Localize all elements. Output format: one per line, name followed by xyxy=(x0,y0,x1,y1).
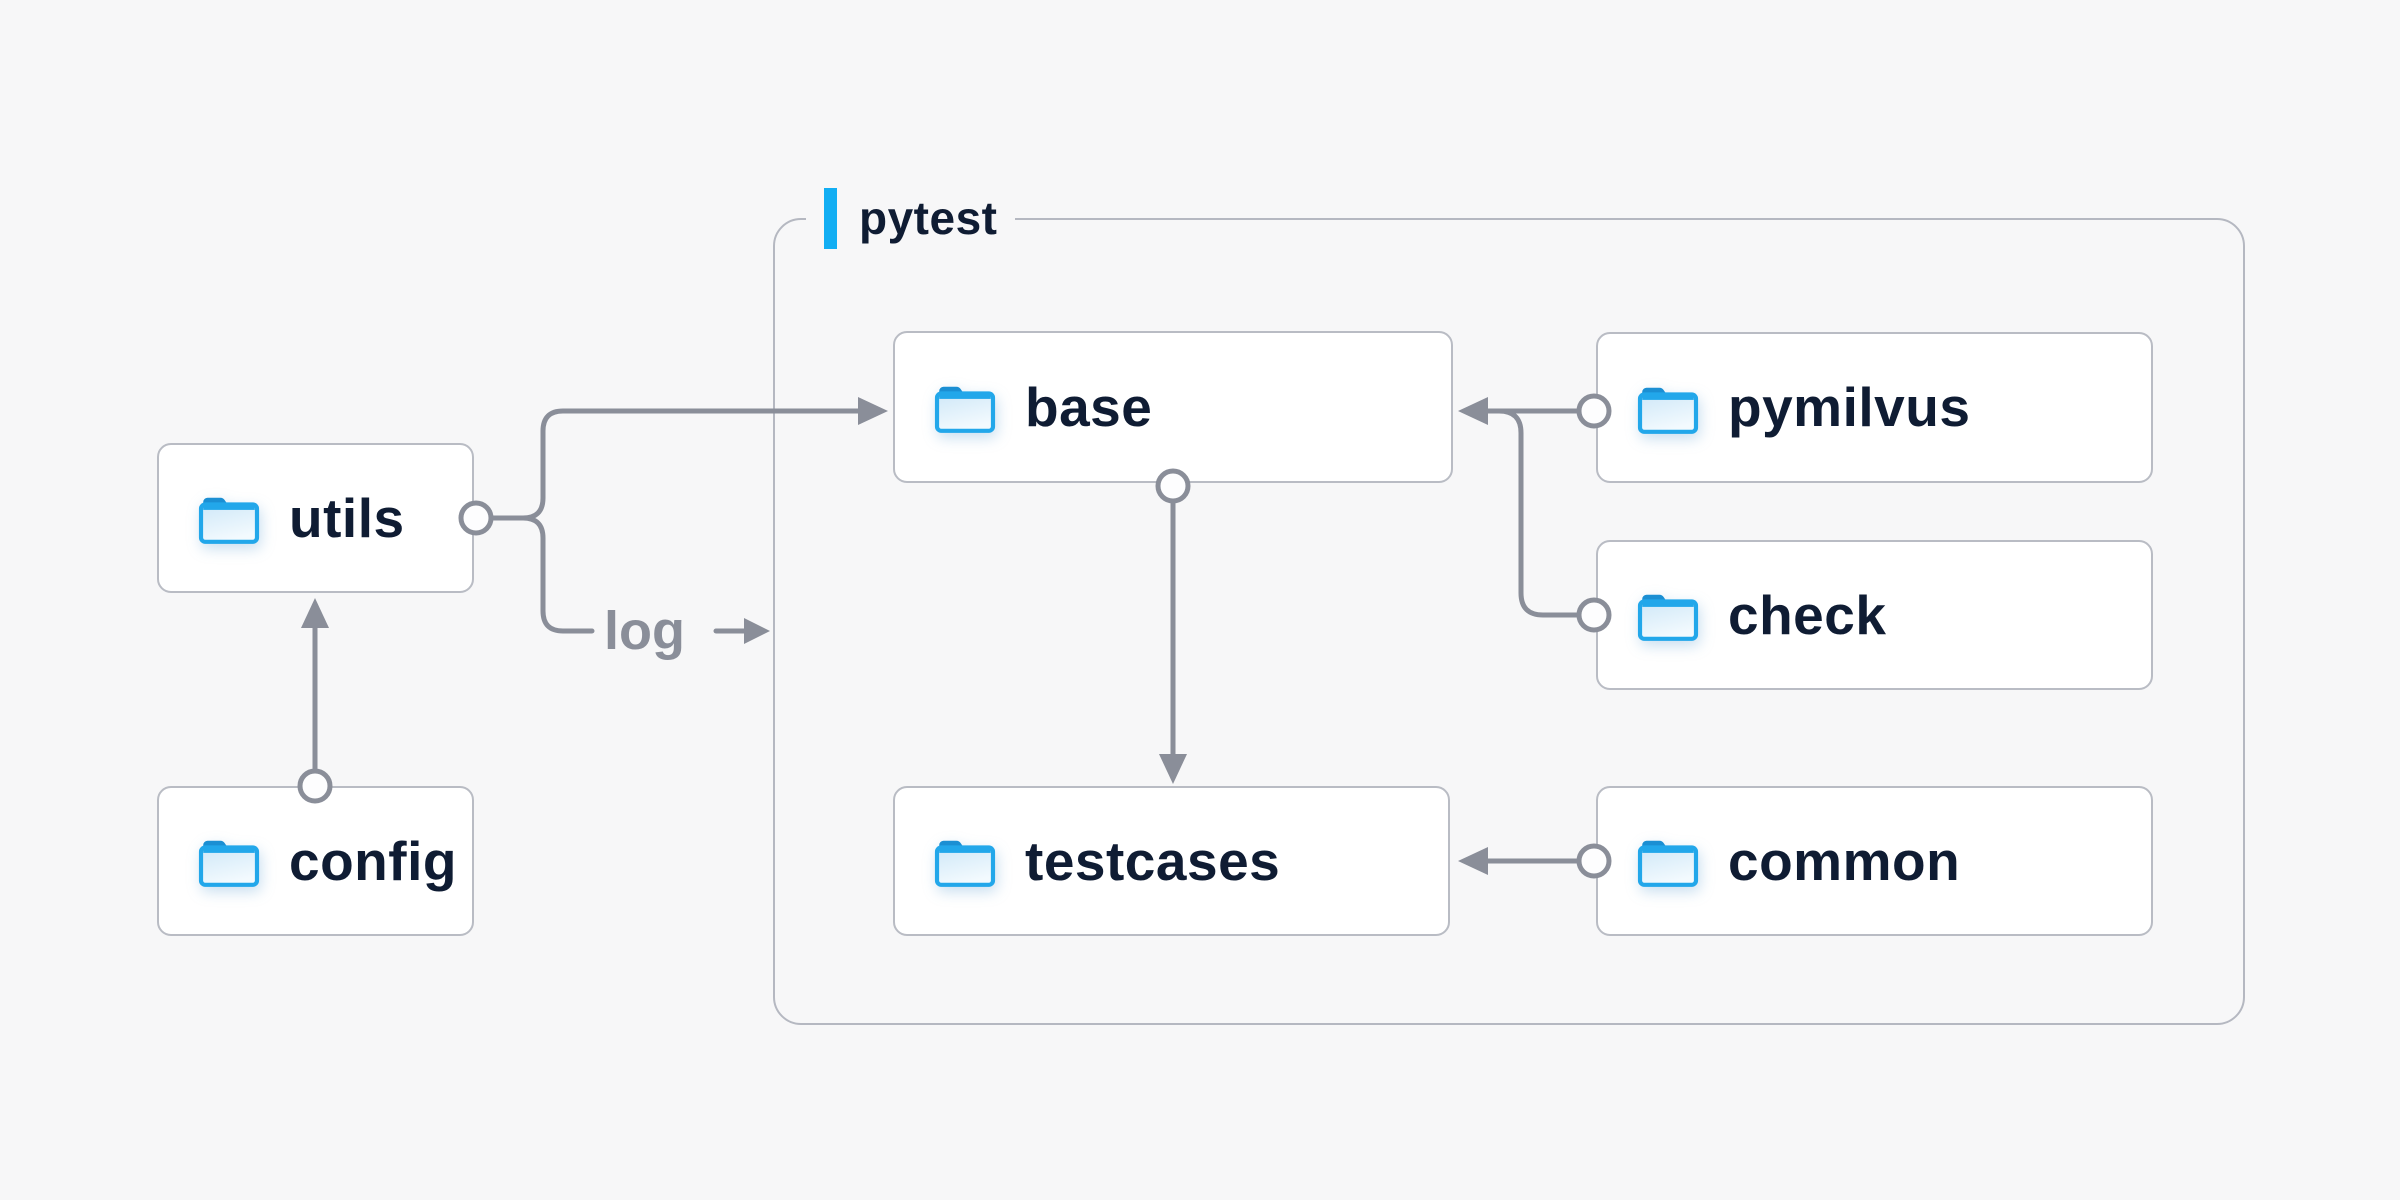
pytest-group-container xyxy=(773,218,2245,1025)
folder-icon xyxy=(1636,588,1700,642)
node-testcases: testcases xyxy=(893,786,1450,936)
node-pymilvus: pymilvus xyxy=(1596,332,2153,483)
folder-icon xyxy=(933,834,997,888)
arrowhead-into-utils-bottom xyxy=(301,598,329,628)
node-config: config xyxy=(157,786,474,936)
node-check: check xyxy=(1596,540,2153,690)
folder-icon xyxy=(1636,834,1700,888)
node-check-label: check xyxy=(1728,583,1887,646)
pytest-group-label: pytest xyxy=(806,187,1016,249)
node-base-label: base xyxy=(1025,375,1153,438)
folder-icon xyxy=(933,380,997,434)
accent-bar xyxy=(824,187,837,249)
folder-icon xyxy=(1636,381,1700,435)
node-pymilvus-label: pymilvus xyxy=(1728,376,1971,438)
edge-label-log: log xyxy=(604,601,685,661)
node-base: base xyxy=(893,331,1453,483)
node-utils: utils xyxy=(157,443,474,593)
arrowhead-log-into-group xyxy=(744,618,770,644)
node-config-label: config xyxy=(289,829,457,892)
folder-icon xyxy=(197,834,261,888)
node-common: common xyxy=(1596,786,2153,936)
group-label-text: pytest xyxy=(859,192,998,244)
node-common-label: common xyxy=(1728,829,1961,892)
node-testcases-label: testcases xyxy=(1025,829,1281,892)
edge-utils-log xyxy=(520,515,595,634)
node-utils-label: utils xyxy=(289,486,405,549)
folder-icon xyxy=(197,491,261,545)
